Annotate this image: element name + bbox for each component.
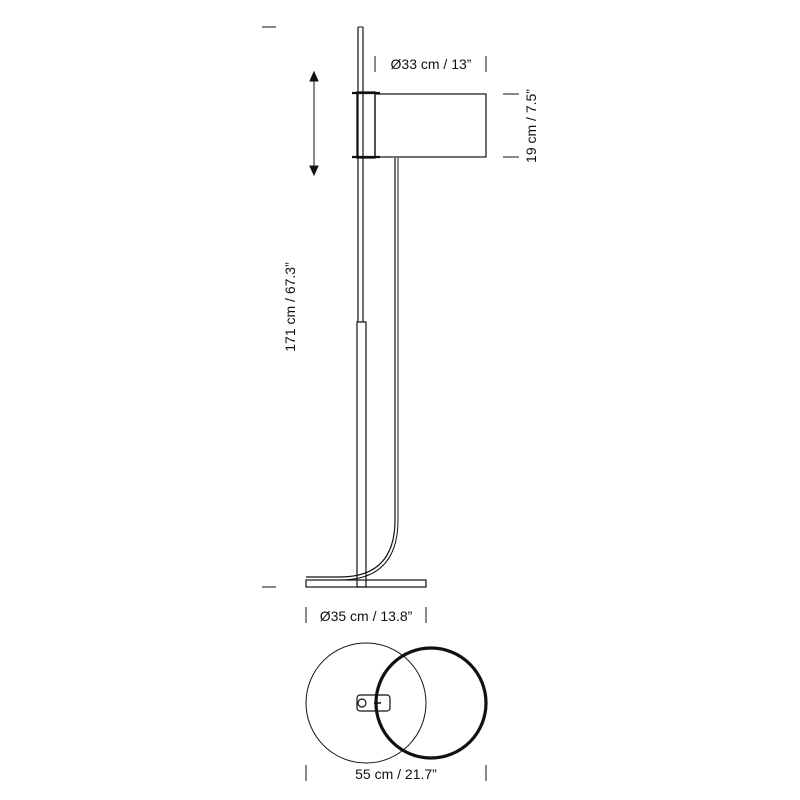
top-view-base-circle [305,642,427,764]
shade-travel-arrow [309,70,319,177]
power-cable [306,158,396,578]
total-height-label: 171 cm / 67.3” [282,262,298,352]
footprint-width-label: 55 cm / 21.7” [355,766,437,782]
lamp-shade [374,93,487,158]
shade-clamp [356,91,376,159]
base-plate [305,579,427,588]
shade-diameter-label: Ø33 cm / 13” [391,56,472,72]
top-view-pole-joint [356,694,391,712]
lower-pole [356,321,367,588]
shade-height-label: 19 cm / 7.5” [523,89,539,163]
top-view-shade-ring [374,646,488,760]
base-diameter-label: Ø35 cm / 13.8” [320,608,413,624]
top-view-pole-circle [357,698,367,708]
